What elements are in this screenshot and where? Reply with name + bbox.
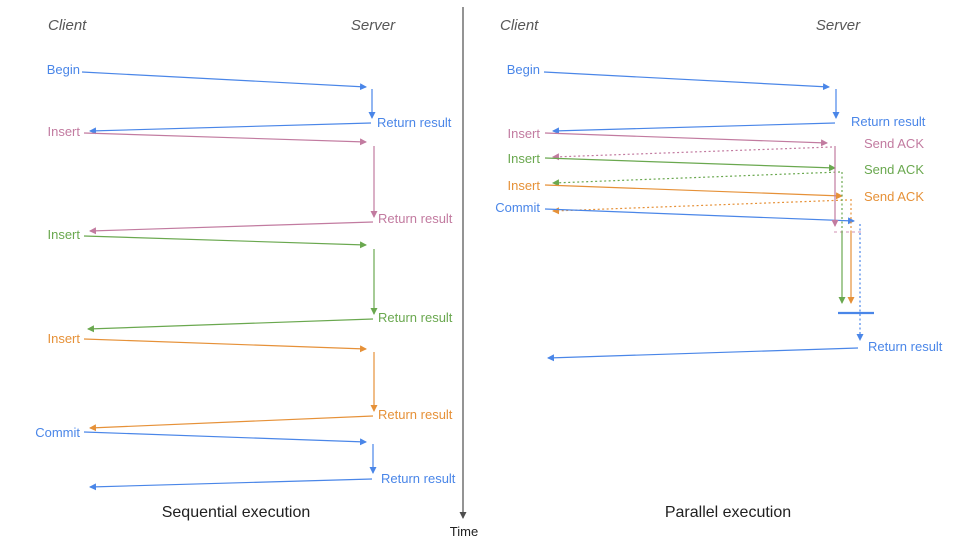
par-insert3-ack-arrow [552,199,848,215]
seq-insert3-send-arrow [83,338,367,353]
par-return-result-final: Return result [868,339,943,354]
seq-insert-label-3: Insert [47,331,80,346]
par-insert-label-2: Insert [507,151,540,166]
seq-return-result-2: Return result [378,211,453,226]
seq-commit-return-arrow [89,478,373,491]
par-server-header: Server [816,17,861,34]
par-commit-send-arrow [544,208,855,225]
seq-begin-send-arrow [81,71,367,91]
seq-insert2-send-arrow [83,235,367,249]
par-begin-send-arrow [543,71,830,91]
seq-return-result-3: Return result [378,310,453,325]
par-commit-label: Commit [495,200,540,215]
time-axis-label: Time [450,524,478,539]
par-return-result-1: Return result [851,114,926,129]
par-title: Parallel execution [665,504,791,521]
par-insert-label-3: Insert [507,178,540,193]
seq-server-header: Server [351,17,396,34]
seq-return-result-5: Return result [381,471,456,486]
seq-insert1-return-arrow [89,221,374,235]
par-final-return-arrow [547,347,859,362]
seq-return-result-4: Return result [378,407,453,422]
par-send-ack-3: Send ACK [864,189,924,204]
seq-begin-label: Begin [47,62,80,77]
par-insert1-ack-arrow [552,146,833,161]
seq-insert-label-2: Insert [47,227,80,242]
par-insert2-send-arrow [544,157,836,172]
seq-insert2-return-arrow [87,318,374,333]
seq-title: Sequential execution [162,504,311,521]
seq-client-header: Client [48,17,87,34]
par-client-header: Client [500,17,539,34]
seq-insert1-send-arrow [83,132,367,146]
seq-commit-send-arrow [83,431,367,446]
par-begin-return-arrow [552,122,836,135]
seq-begin-return-arrow [89,122,372,135]
par-insert2-ack-arrow [552,171,841,187]
par-send-ack-1: Send ACK [864,136,924,151]
par-insert-label-1: Insert [507,126,540,141]
par-send-ack-2: Send ACK [864,162,924,177]
seq-return-result-1: Return result [377,115,452,130]
seq-commit-label: Commit [35,425,80,440]
seq-insert-label-1: Insert [47,124,80,139]
par-insert3-send-arrow [544,184,843,200]
par-begin-label: Begin [507,62,540,77]
seq-insert3-return-arrow [89,415,374,432]
par-insert1-send-arrow [544,132,828,147]
